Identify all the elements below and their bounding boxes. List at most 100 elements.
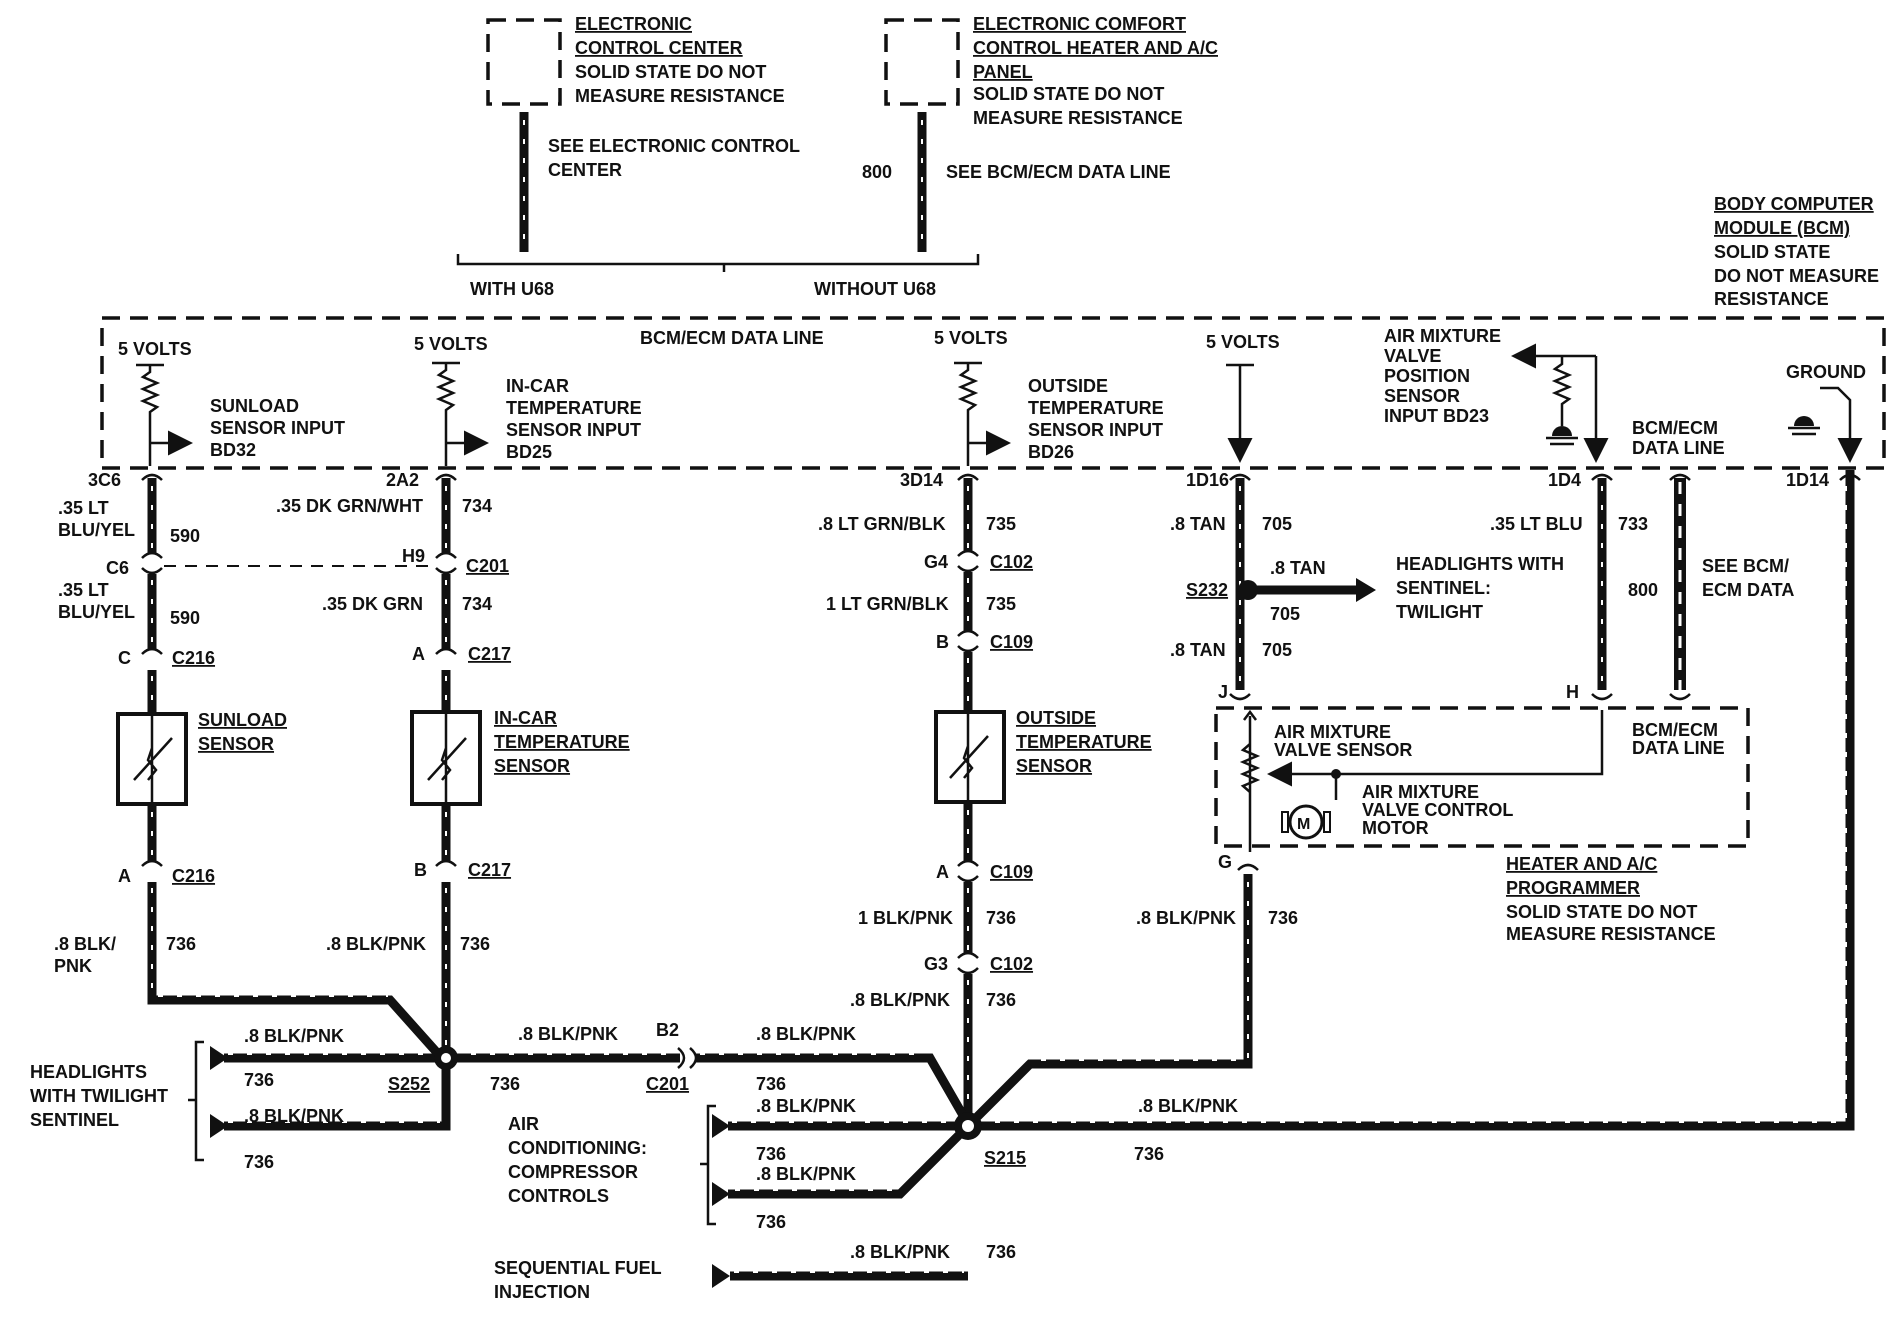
col3-conn-c102b: C102: [990, 954, 1033, 974]
airmix-sensor-label-2: VALVE SENSOR: [1274, 740, 1412, 760]
col1-wire2-a: .35 LT: [58, 580, 109, 600]
bcm-title-5: RESISTANCE: [1714, 289, 1829, 309]
harness-s215-branches: [728, 470, 1855, 1199]
incar-input-circuit: IN-CAR TEMPERATURE SENSOR INPUT BD25: [432, 361, 642, 466]
ground-label: GROUND: [1786, 362, 1866, 382]
bcm-data-line-label: BCM/ECM DATA LINE: [640, 328, 824, 348]
col3-wire1: .8 LT GRN/BLK: [818, 514, 946, 534]
col1-pin-c: C: [118, 648, 131, 668]
col4-branch-wire-label: .8 TAN: [1270, 558, 1326, 578]
col1-conn-c6: C6: [106, 558, 129, 578]
sfi-circuit: 736: [986, 1242, 1016, 1262]
bcm-pin-marks: [141, 473, 1861, 481]
col3-circuit1: 735: [986, 514, 1016, 534]
col1-wire1-a: .35 LT: [58, 498, 109, 518]
headlights-sentinel-2: SENTINEL:: [1396, 578, 1491, 598]
col5-pin-h: H: [1566, 682, 1579, 702]
col4-circuit3: 736: [1268, 908, 1298, 928]
col2-pin-a: A: [412, 644, 425, 664]
bracket-line: [456, 254, 980, 266]
col5-see-2: ECM DATA: [1702, 580, 1794, 600]
col5-see-1: SEE BCM/: [1702, 556, 1789, 576]
bcm-title-3: SOLID STATE: [1714, 242, 1830, 262]
col3-circuit4: 736: [986, 990, 1016, 1010]
ground-symbol-2: [1794, 416, 1814, 426]
motor-symbol: M: [1297, 816, 1310, 833]
bcm-title-1: BODY COMPUTER: [1714, 194, 1874, 214]
column-outside: .8 LT GRN/BLK 735 G4 C102 1 LT GRN/BLK 7…: [818, 478, 1152, 1132]
eccp-label-4: SOLID STATE DO NOT: [973, 84, 1164, 104]
outside-sensor-label-2: TEMPERATURE: [1016, 732, 1152, 752]
airmix-input-2: VALVE: [1384, 346, 1441, 366]
sfi-label-2: INJECTION: [494, 1282, 590, 1302]
with-u68-label: WITH U68: [470, 279, 554, 299]
electronic-comfort-control-panel: ELECTRONIC COMFORT CONTROL HEATER AND A/…: [862, 14, 1218, 252]
ecc-label-1: ELECTRONIC: [575, 14, 692, 34]
col2-conn-c217b: C217: [468, 860, 511, 880]
without-u68-label: WITHOUT U68: [814, 279, 936, 299]
incar-input-3: SENSOR INPUT: [506, 420, 641, 440]
col3-wire3: 1 BLK/PNK: [858, 908, 953, 928]
col2-conn-c217: C217: [468, 644, 511, 664]
headlights-label-3: SENTINEL: [30, 1110, 119, 1130]
col2-wire1: .35 DK GRN/WHT: [276, 496, 423, 516]
programmer-note-1: SOLID STATE DO NOT: [1506, 902, 1697, 922]
eccp-label-5: MEASURE RESISTANCE: [973, 108, 1183, 128]
harness-circuit-b: 736: [756, 1074, 786, 1094]
airmix-motor-label-1: AIR MIXTURE: [1362, 782, 1479, 802]
col3-pin-g4: G4: [924, 552, 948, 572]
splice-s232-label: S232: [1186, 580, 1228, 600]
eccp-circuit: 800: [862, 162, 892, 182]
volts-label-2: 5 VOLTS: [414, 334, 488, 354]
col4-branch-circuit: 705: [1270, 604, 1300, 624]
eccp-label-3: PANEL: [973, 62, 1033, 82]
incar-input-2: TEMPERATURE: [506, 398, 642, 418]
col4-wire3: .8 BLK/PNK: [1136, 908, 1236, 928]
hl-wire2: .8 BLK/PNK: [244, 1106, 344, 1126]
outside-temp-sensor: [934, 710, 1006, 804]
bcm-data-line-2a: BCM/ECM: [1632, 418, 1718, 438]
programmer-box: [1214, 706, 1750, 848]
harness-pin-b2: B2: [656, 1020, 679, 1040]
col4-pin-g: G: [1218, 852, 1232, 872]
programmer-title-1: HEATER AND A/C: [1506, 854, 1657, 874]
sfi-label-1: SEQUENTIAL FUEL: [494, 1258, 662, 1278]
harness-conn-c201: C201: [646, 1074, 689, 1094]
col1-wire3-a: .8 BLK/: [54, 934, 116, 954]
col3-pin-a: A: [936, 862, 949, 882]
motor-icon: [1288, 804, 1324, 840]
col5-circuit1: 733: [1618, 514, 1648, 534]
ac-wire2: .8 BLK/PNK: [756, 1164, 856, 1184]
ac-label-1: AIR: [508, 1114, 539, 1134]
col4-wire: [964, 478, 1253, 1130]
outside-sensor-label-3: SENSOR: [1016, 756, 1092, 776]
bcm-title-4: DO NOT MEASURE: [1714, 266, 1879, 286]
airmix-input-5: INPUT BD23: [1384, 406, 1489, 426]
column-incar: .35 DK GRN/WHT 734 H9 C201 .35 DK GRN 73…: [276, 478, 630, 1058]
col2-conn-c201: C201: [466, 556, 509, 576]
incar-sensor-label-1: IN-CAR: [494, 708, 557, 728]
eccp-label-2: CONTROL HEATER AND A/C: [973, 38, 1218, 58]
col2-circuit1: 734: [462, 496, 492, 516]
headlights-sentinel-3: TWILIGHT: [1396, 602, 1483, 622]
ac-circuit2: 736: [756, 1212, 786, 1232]
col1-circuit2: 590: [170, 608, 200, 628]
col2-circuit2: 734: [462, 594, 492, 614]
col4-circuit1: 705: [1262, 514, 1292, 534]
electronic-control-center: ELECTRONIC CONTROL CENTER SOLID STATE DO…: [486, 14, 800, 252]
col1-wire: [147, 478, 444, 1059]
sunload-input-1: SUNLOAD: [210, 396, 299, 416]
splice-s232: [1238, 580, 1258, 600]
col2-pin-h9: H9: [402, 546, 425, 566]
harness-circuit-a: 736: [490, 1074, 520, 1094]
incar-sensor-label-3: SENSOR: [494, 756, 570, 776]
body-computer-module: BODY COMPUTER MODULE (BCM) SOLID STATE D…: [88, 194, 1886, 490]
col4-wire1: .8 TAN: [1170, 514, 1226, 534]
splice-s252-label: S252: [388, 1074, 430, 1094]
bcm-data-line-2b: DATA LINE: [1632, 438, 1725, 458]
col2-wire3: .8 BLK/PNK: [326, 934, 426, 954]
hl-wire1: .8 BLK/PNK: [244, 1026, 344, 1046]
volts-label-3: 5 VOLTS: [934, 328, 1008, 348]
programmer-title-2: PROGRAMMER: [1506, 878, 1640, 898]
eccp-label-1: ELECTRONIC COMFORT: [973, 14, 1186, 34]
